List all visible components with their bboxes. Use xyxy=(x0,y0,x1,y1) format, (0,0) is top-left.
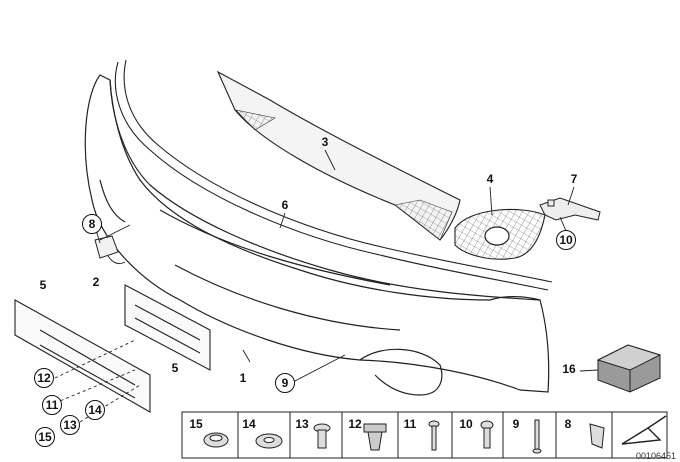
callout-3: 3 xyxy=(321,135,329,149)
callout-9-circle: 9 xyxy=(275,373,295,393)
strip-label-9: 9 xyxy=(512,417,520,431)
strip-label-12: 12 xyxy=(348,417,362,431)
part-9-expanding-rivet xyxy=(532,419,542,454)
part-15-grommet xyxy=(203,432,229,448)
part-arrow-direction xyxy=(621,415,667,445)
license-plate-base-right xyxy=(124,284,211,371)
callout-4: 4 xyxy=(486,172,494,186)
callout-6: 6 xyxy=(281,198,289,212)
part-12-clip-nut xyxy=(363,423,387,451)
strip-label-11: 11 xyxy=(403,417,417,431)
callout-7: 7 xyxy=(570,172,578,186)
strip-label-15: 15 xyxy=(189,417,203,431)
callout-10-circle: 10 xyxy=(556,230,576,250)
bumper-trim-panel xyxy=(84,74,550,396)
document-number: 00106451 xyxy=(635,451,676,461)
parts-strip-frame xyxy=(181,411,668,459)
callout-5-left: 5 xyxy=(39,278,47,292)
mounting-bracket xyxy=(539,197,601,221)
packaging-box xyxy=(596,344,662,393)
strip-label-14: 14 xyxy=(242,417,256,431)
part-10-rivet xyxy=(480,420,494,449)
fog-light-grille xyxy=(454,208,546,260)
part-11-screw xyxy=(428,420,440,451)
callout-8-circle: 8 xyxy=(82,214,102,234)
callout-11-circle: 11 xyxy=(42,395,62,415)
strip-label-8: 8 xyxy=(564,417,572,431)
part-13-screw xyxy=(313,423,331,449)
upper-moulding-strip xyxy=(114,59,553,291)
callout-14-circle: 14 xyxy=(85,400,105,420)
callout-1: 1 xyxy=(239,371,247,385)
license-plate-base-left xyxy=(14,299,151,413)
callout-16: 16 xyxy=(562,362,576,376)
strip-label-13: 13 xyxy=(295,417,309,431)
center-grille xyxy=(216,70,461,241)
part-8-clip xyxy=(589,423,605,449)
callout-13-circle: 13 xyxy=(60,415,80,435)
strip-label-10: 10 xyxy=(459,417,473,431)
leader-lines xyxy=(54,149,599,426)
part-14-washer xyxy=(255,433,283,449)
callout-12-circle: 12 xyxy=(34,368,54,388)
callout-15-circle: 15 xyxy=(35,427,55,447)
callout-5-right: 5 xyxy=(171,361,179,375)
callout-2: 2 xyxy=(92,275,100,289)
